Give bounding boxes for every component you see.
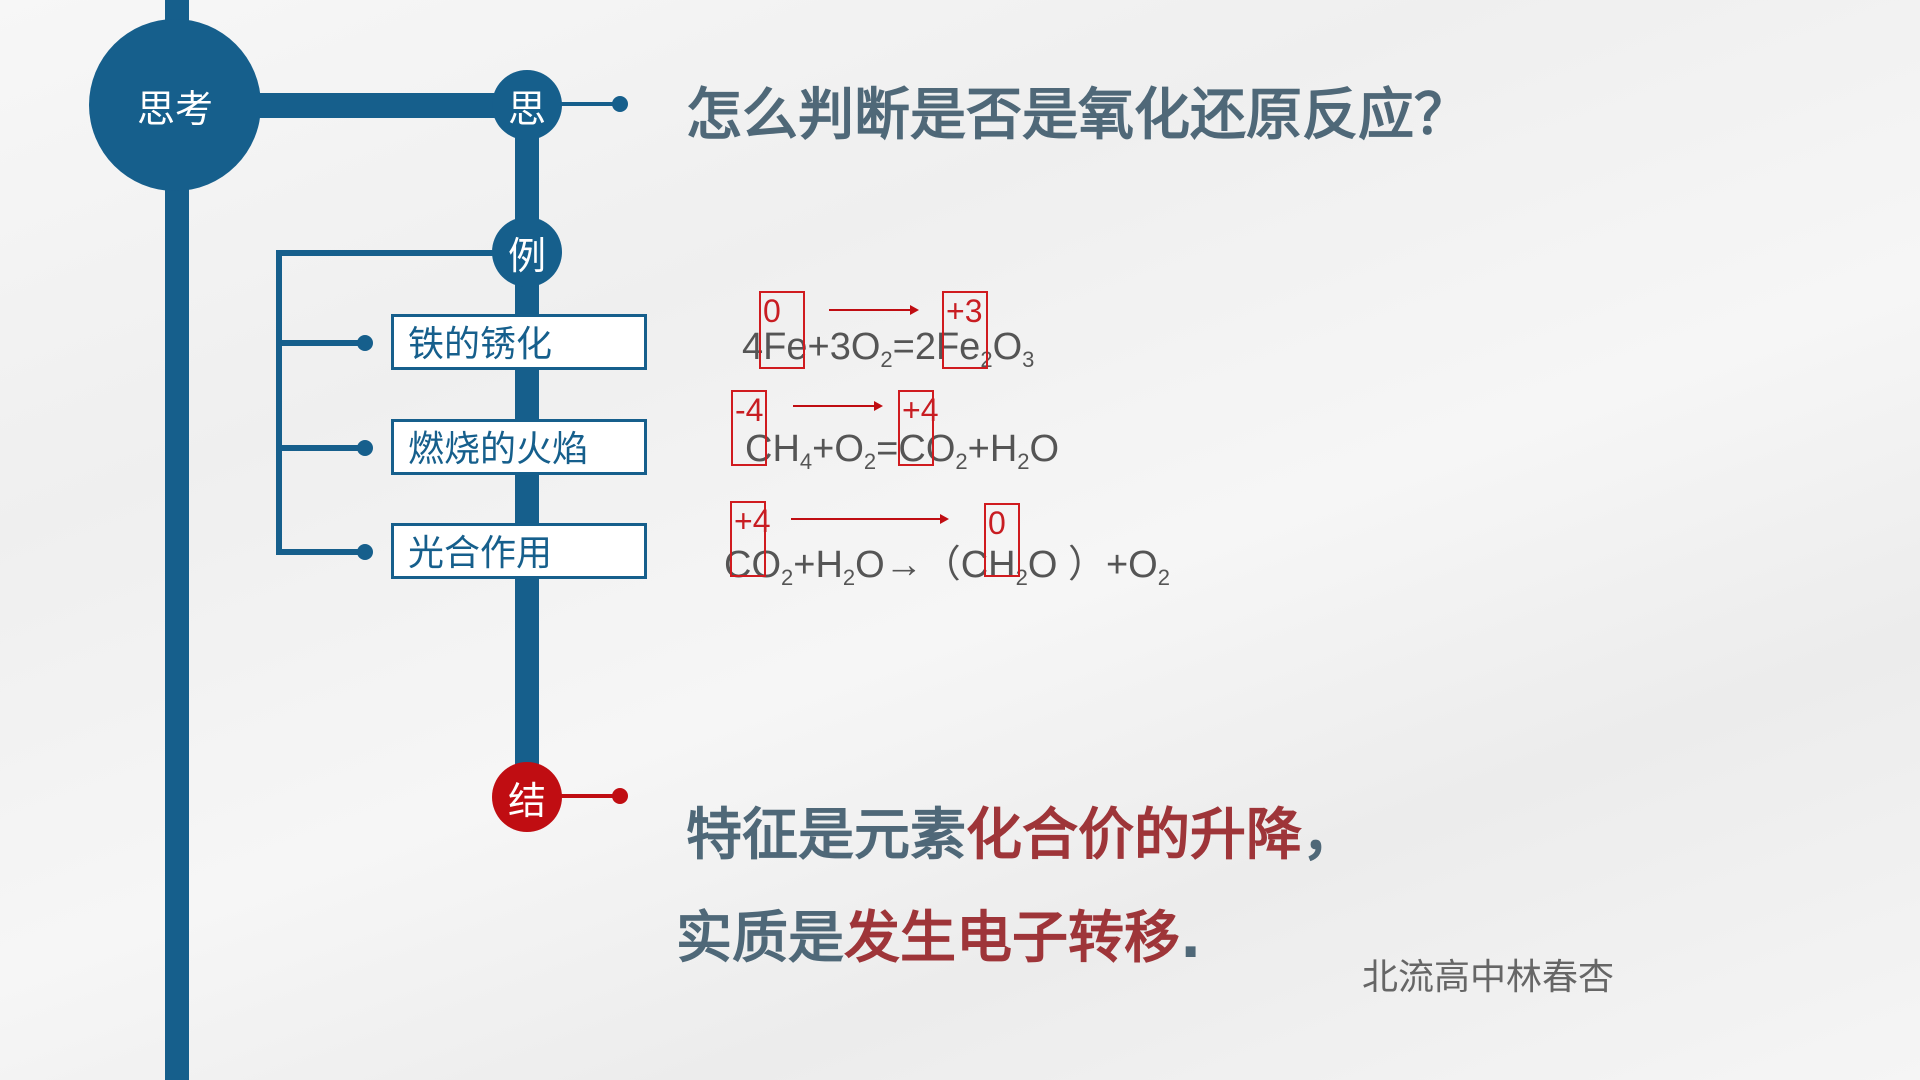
think-node: 思: [492, 70, 562, 140]
conclusion-line-1: 特征是元素化合价的升降，: [686, 790, 1358, 871]
conclusion-line-2-punct: .: [1180, 906, 1202, 971]
oxidation-arrow-3: [791, 514, 949, 524]
example-box-rusting: 铁的锈化: [391, 314, 647, 370]
equation-methane-combustion: CH4+O2=CO2+H2O: [745, 428, 1060, 474]
example-branch-2: [276, 445, 366, 451]
example-bracket-spine: [276, 250, 282, 555]
conclusion-line-2-highlight: 发生电子转移: [844, 906, 1180, 971]
think-node-label: 思: [507, 86, 546, 131]
think-main-node: 思考: [89, 19, 261, 191]
oxidation-state-after-3: 0: [984, 503, 1020, 577]
think-main-node-label: 思考: [136, 86, 213, 131]
author-credit: 北流高中林春杏: [1362, 957, 1615, 998]
example-box-flame: 燃烧的火焰: [391, 419, 647, 475]
conclusion-line-1-text: 特征是元素: [686, 803, 966, 868]
conclusion-node: 结: [492, 762, 562, 832]
question-heading: 怎么判断是否是氧化还原反应？: [686, 83, 1470, 148]
main-branch-connector: [240, 93, 530, 118]
conclusion-line-1-highlight: 化合价的升降: [966, 803, 1302, 868]
example-label-rusting: 铁的锈化: [408, 324, 553, 365]
example-branch-3: [276, 549, 366, 555]
conclusion-line-1-punct: ，: [1302, 803, 1358, 868]
example-box-photosynthesis: 光合作用: [391, 523, 647, 579]
example-node-label: 例: [507, 233, 546, 278]
think-pointer-dot: [612, 96, 628, 112]
example-branch-dot-2: [357, 440, 373, 456]
example-label-photosynthesis: 光合作用: [408, 533, 553, 574]
example-branch-1: [276, 340, 366, 346]
conclusion-line-2: 实质是发生电子转移.: [676, 893, 1201, 974]
oxidation-arrow-2: [793, 401, 883, 411]
conclusion-pointer-dot: [612, 788, 628, 804]
oxidation-state-before-3: +4: [730, 501, 770, 577]
oxidation-state-before-2: -4: [731, 390, 767, 466]
example-label-flame: 燃烧的火焰: [408, 429, 589, 470]
conclusion-line-2-text: 实质是: [676, 906, 844, 971]
conclusion-pointer-line: [556, 794, 620, 798]
oxidation-state-before-1: 0: [759, 291, 805, 369]
example-bracket-top: [276, 250, 506, 256]
oxidation-arrow-1: [829, 305, 919, 315]
example-branch-dot-1: [357, 335, 373, 351]
oxidation-state-after-1: +3: [942, 291, 988, 369]
conclusion-node-label: 结: [507, 778, 546, 823]
oxidation-state-after-2: +4: [898, 390, 938, 466]
equation-photosynthesis: CO2+H2O→（CH2O ）+O2: [724, 544, 1170, 590]
think-pointer-line: [556, 102, 620, 106]
example-branch-dot-3: [357, 544, 373, 560]
